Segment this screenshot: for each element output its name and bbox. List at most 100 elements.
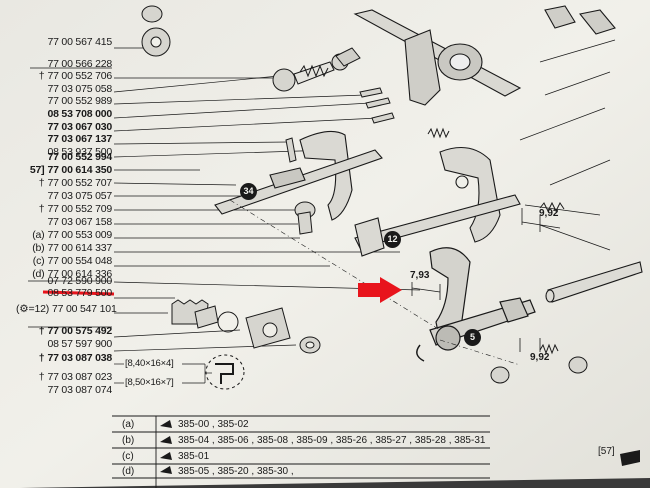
part-number-row: 77 00 567 415	[16, 36, 112, 48]
highlight-underline	[42, 290, 115, 296]
part-number: 08 53 937 500	[47, 146, 112, 158]
part-marker: †	[38, 352, 45, 364]
part-marker: (d)	[32, 268, 45, 280]
page-reference: [57]	[598, 446, 615, 457]
part-number-row: 08 57 597 900	[16, 338, 112, 350]
part-number: 07 72 590 900	[47, 275, 112, 287]
part-number: 77 00 614 350	[47, 164, 112, 176]
part-number: 77 00 567 415	[47, 36, 112, 48]
dimension-label: 9,92	[539, 208, 559, 219]
part-number: 77 00 552 707	[47, 177, 112, 189]
table-variant: (c)	[122, 451, 134, 462]
dimension-label: 9,92	[530, 352, 550, 363]
callout-badge: 12	[384, 231, 401, 248]
table-refs: 385-00 , 385-02	[178, 419, 249, 430]
part-number-row: 77 00 552 989	[16, 95, 112, 107]
springs	[299, 64, 565, 355]
part-marker: †	[38, 203, 45, 215]
part-number-row: †77 00 575 492	[16, 325, 112, 337]
bracket-size-label: [8,50×16×7]	[125, 377, 174, 388]
dimension-label: 7,93	[410, 270, 430, 281]
part-marker: †	[38, 177, 45, 189]
part-number: 77 03 067 137	[47, 133, 112, 145]
part-number: 77 00 554 048	[47, 255, 112, 267]
part-marker: (⚙=12)	[16, 303, 50, 315]
upper-shaft	[353, 5, 616, 106]
part-number: 77 03 067 158	[47, 216, 112, 228]
part-number-row: 07 72 590 900	[16, 275, 112, 287]
table-variant: (b)	[122, 435, 135, 446]
table-refs: 385-05 , 385-20 , 385-30 ,	[178, 466, 294, 477]
part-number: 77 03 067 030	[47, 121, 112, 133]
callout-badge: 5	[464, 329, 481, 346]
part-number-row: 77 03 075 057	[16, 190, 112, 202]
part-number-row: †77 03 087 038	[16, 352, 112, 364]
part-number-row: †77 00 552 709	[16, 203, 112, 215]
shift-fork-lower	[429, 247, 536, 351]
part-number: 77 00 575 492	[47, 325, 112, 337]
part-number-row: (b)77 00 614 337	[16, 242, 112, 254]
part-number: 77 00 553 009	[47, 229, 112, 241]
bottom-parts	[171, 299, 588, 390]
table-refs: 385-04 , 385-06 , 385-08 , 385-09 , 385-…	[178, 435, 486, 446]
part-number-row: 77 00 552 994	[16, 151, 112, 163]
dimension-brackets	[411, 208, 561, 352]
part-number: 08 53 779 500	[47, 287, 112, 299]
part-number-row: †77 03 087 023	[16, 371, 112, 383]
part-number-row: †77 00 552 707	[16, 177, 112, 189]
part-number-row: 08 53 937 500	[16, 146, 112, 158]
part-number: 77 00 566 228	[47, 58, 112, 70]
part-number: 77 00 552 989	[47, 95, 112, 107]
part-number-row: (c)77 00 554 048	[16, 255, 112, 267]
part-number-row: 77 03 067 030	[16, 121, 112, 133]
part-number: 77 00 547 101	[52, 303, 117, 315]
part-number-row: †77 00 552 706	[16, 70, 112, 82]
part-marker: †	[38, 371, 45, 383]
part-marker: 57]	[29, 164, 45, 176]
shift-fork-upper	[214, 130, 383, 221]
callout-badge: 34	[240, 183, 257, 200]
part-number-row: (d)77 00 614 336	[16, 268, 112, 280]
part-number-row: 08 53 708 000	[16, 108, 112, 120]
part-number-row: 77 03 087 074	[16, 384, 112, 396]
vehicle-symbols	[160, 420, 640, 474]
bracket-size-label: [8,40×16×4]	[125, 358, 174, 369]
table-variant: (a)	[122, 419, 135, 430]
part-marker: †	[38, 325, 45, 337]
part-number: 08 53 708 000	[47, 108, 112, 120]
part-marker: (c)	[32, 255, 45, 267]
part-marker: (b)	[32, 242, 45, 254]
part-marker: (a)	[32, 229, 45, 241]
part-number: 77 00 552 709	[47, 203, 112, 215]
small-parts	[141, 5, 395, 235]
part-number-row: 77 03 075 058	[16, 83, 112, 95]
long-shaft	[545, 261, 643, 303]
part-marker: †	[38, 70, 45, 82]
part-number: 77 00 552 994	[47, 151, 112, 163]
table-variant: (d)	[122, 466, 135, 477]
part-number-row: 08 53 779 500	[16, 287, 112, 299]
leader-lines	[113, 38, 616, 384]
table-refs: 385-01	[178, 451, 210, 462]
part-number-row: 77 03 067 158	[16, 216, 112, 228]
part-number: 77 03 087 074	[47, 384, 112, 396]
part-number: 77 00 614 336	[47, 268, 112, 280]
part-number: 77 00 614 337	[47, 242, 112, 254]
part-number-row: 77 00 566 228	[16, 58, 112, 70]
part-number: 77 03 087 023	[47, 371, 112, 383]
part-number: 08 57 597 900	[47, 338, 112, 350]
part-number: 77 03 087 038	[47, 352, 112, 364]
part-number-row: (⚙=12)77 00 547 101	[16, 303, 117, 315]
part-number-row: (a)77 00 553 009	[16, 229, 112, 241]
part-number: 77 03 075 057	[47, 190, 112, 202]
red-arrow	[358, 277, 402, 303]
part-number: 77 00 552 706	[47, 70, 112, 82]
applicability-table-lines	[112, 415, 490, 488]
part-number-row: 57]77 00 614 350	[16, 164, 112, 176]
part-number: 77 03 075 058	[47, 83, 112, 95]
part-number-row: 77 03 067 137	[16, 133, 112, 145]
